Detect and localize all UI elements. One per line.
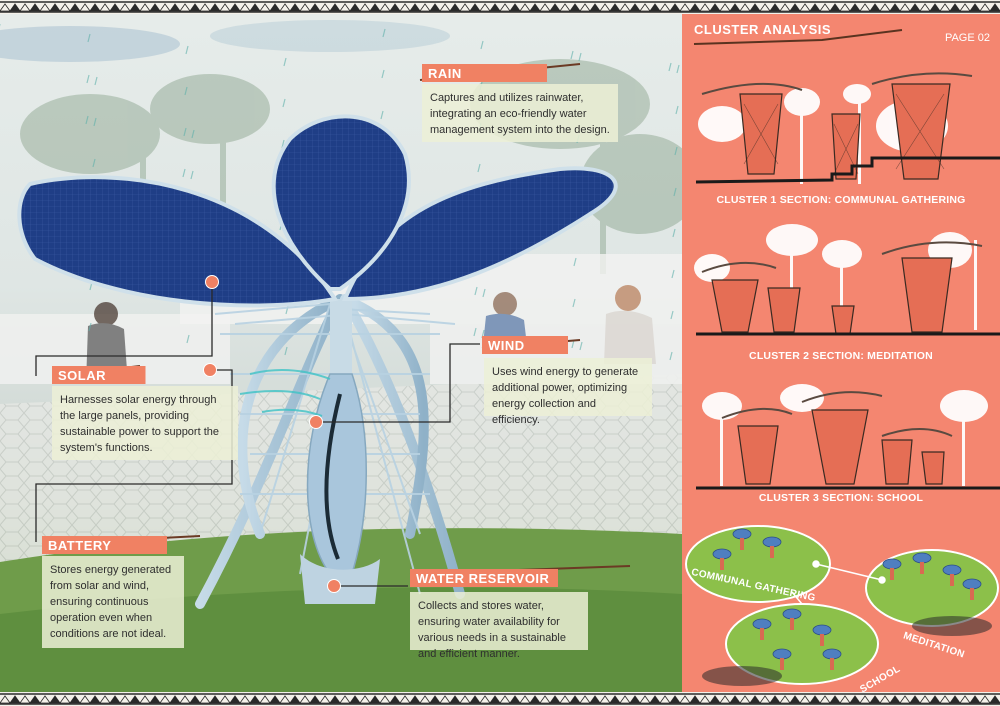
water-reservoir-description: Collects and stores water, ensuring wate… — [410, 592, 588, 660]
solar-label: SOLAR — [52, 366, 172, 384]
solar-title: SOLAR — [58, 367, 106, 383]
cluster-3-section-drawing — [696, 384, 1000, 490]
rain-label: RAIN — [422, 64, 582, 82]
panel-title: CLUSTER ANALYSIS — [694, 22, 832, 37]
solar-point-dot — [205, 275, 219, 289]
cluster-site-map — [685, 525, 999, 686]
battery-point-dot — [203, 363, 217, 377]
rain-description: Captures and utilizes rainwater, integra… — [422, 84, 618, 142]
cluster-analysis-panel: CLUSTER ANALYSIS PAGE 02 CLUSTER 1 SECTI — [682, 14, 1000, 692]
solar-description: Harnesses solar energy through the large… — [52, 386, 238, 460]
cluster-1-section-drawing — [695, 72, 1000, 184]
water-point-dot — [327, 579, 341, 593]
panel-title-underline — [693, 29, 903, 45]
battery-description: Stores energy generated from solar and w… — [42, 556, 184, 648]
battery-label: BATTERY — [42, 536, 202, 554]
rain-title: RAIN — [428, 65, 462, 81]
cluster-2-section-drawing — [694, 224, 1000, 336]
page-number: PAGE 02 — [944, 32, 990, 44]
cluster-1-caption: CLUSTER 1 SECTION: COMMUNAL GATHERING — [716, 194, 966, 206]
water-reservoir-title: WATER RESERVOIR — [416, 570, 550, 586]
battery-title: BATTERY — [48, 537, 112, 553]
wind-title: WIND — [488, 337, 525, 353]
wind-description: Uses wind energy to generate additional … — [484, 358, 652, 426]
cluster-2-caption: CLUSTER 2 SECTION: MEDITATION — [749, 350, 933, 362]
wind-label: WIND — [482, 336, 592, 354]
water-reservoir-label: WATER RESERVOIR — [410, 569, 600, 587]
bottom-pattern-border — [0, 692, 1000, 706]
top-pattern-border — [0, 0, 1000, 14]
cluster-3-caption: CLUSTER 3 SECTION: SCHOOL — [758, 492, 924, 504]
wind-point-dot — [309, 415, 323, 429]
